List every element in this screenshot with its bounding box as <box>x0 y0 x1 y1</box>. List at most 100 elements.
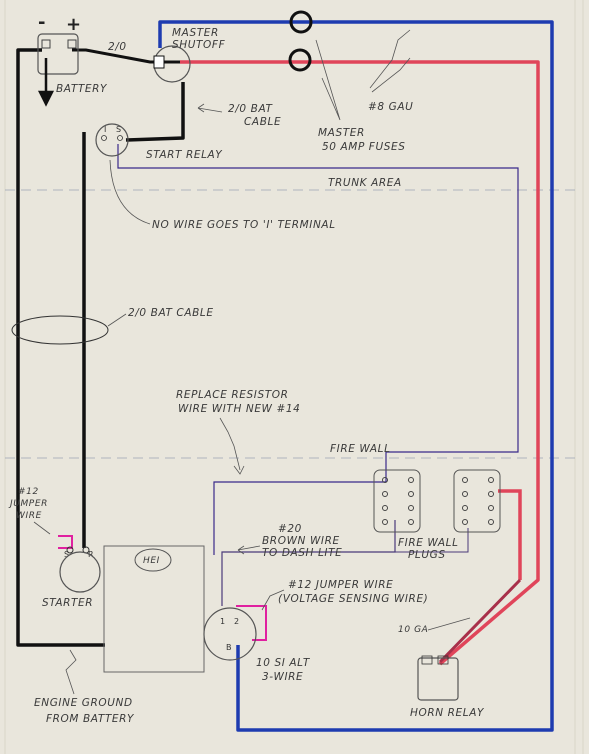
engine-ground-label-2: FROM BATTERY <box>46 713 135 725</box>
battery-main-cable <box>72 48 180 64</box>
battery-post-negative <box>41 39 51 49</box>
battery: - + BATTERY 2/0 <box>37 12 127 107</box>
firewall-plug-left-body <box>373 469 421 533</box>
engine-ground-cable <box>16 48 105 647</box>
bat-cable-top-arrow-icon <box>197 103 205 113</box>
jumper12-label-2: JUMPER <box>8 499 48 509</box>
master-shutoff-lever <box>153 55 165 69</box>
red-wire-10ga <box>438 578 522 664</box>
fuse-blue-circuit <box>289 10 313 34</box>
brown-dash-lite-wire <box>221 520 396 606</box>
alt-terminal-b: B <box>226 643 232 652</box>
no-wire-note: NO WIRE GOES TO 'I' TERMINAL <box>152 219 336 231</box>
voltage-jumper-leader <box>261 589 285 611</box>
horn-relay-terminal-left <box>421 655 433 665</box>
horn-relay-label: HORN RELAY <box>410 707 485 719</box>
fuse-red-circuit <box>288 48 312 72</box>
start-relay-body <box>95 123 129 157</box>
battery-plus-sign: + <box>66 14 81 35</box>
wire-gauge-8-label: #8 GAU <box>368 101 413 113</box>
alt-terminal-1: 1 <box>220 617 225 626</box>
jumper12-label-1: #12 <box>18 487 39 497</box>
start-relay-terminal-i: I <box>104 125 106 134</box>
horn-relay: HORN RELAY 10 GA <box>398 617 485 719</box>
alt-pink-jumper <box>236 605 267 641</box>
alt-sense-wire <box>395 528 469 553</box>
brown-wire-label-3: TO DASH LITE <box>262 547 342 559</box>
master-fuses-label-1: MASTER <box>318 127 365 139</box>
brown-wire-label-2: BROWN WIRE <box>262 535 340 547</box>
bat-cable-to-relay <box>125 82 185 142</box>
hei-label: HEI <box>143 556 160 566</box>
master-shutoff-label-2: SHUTOFF <box>172 39 226 51</box>
trunk-area-label: TRUNK AREA <box>328 177 402 189</box>
ga10-leader <box>427 617 471 631</box>
alt-label-1: 10 SI ALT <box>256 657 311 669</box>
replace-resistor-leader <box>219 417 245 475</box>
replace-resistor-label-1: REPLACE RESISTOR <box>176 389 289 401</box>
red-wire-horn-relay-feed <box>498 489 522 580</box>
start-relay-terminal-battery <box>101 135 107 141</box>
battery-minus-sign: - <box>38 12 45 33</box>
master-fuses: MASTER 50 AMP FUSES #8 GAU <box>288 10 413 153</box>
bat-cable-top-leader <box>197 107 223 113</box>
starter: #12 JUMPER WIRE S R STARTER <box>8 487 101 609</box>
alt-terminal-2: 2 <box>234 617 239 626</box>
horn-relay-terminal-right <box>437 655 449 665</box>
start-relay-label: START RELAY <box>146 149 223 161</box>
firewall-plugs-label-1: FIRE WALL <box>398 537 459 549</box>
master-shutoff-label-1: MASTER <box>172 27 219 39</box>
fire-wall-label: FIRE WALL <box>330 443 391 455</box>
gauge-leader-zigzag <box>369 29 411 93</box>
starter-terminal-s <box>66 546 74 554</box>
voltage-jumper-label-1: #12 JUMPER WIRE <box>288 579 393 591</box>
blue-wire <box>158 20 554 732</box>
firewall-plug-right-body <box>453 469 501 533</box>
red-wire <box>180 60 540 666</box>
start-relay-terminal-starter <box>117 135 123 141</box>
brown-wire-leader-icon <box>237 545 261 555</box>
battery-label: BATTERY <box>56 83 108 95</box>
battery-cable-gauge: 2/0 <box>108 41 127 53</box>
resistor-replacement-wire <box>213 481 386 555</box>
bat-cable-mid-label: 2/0 BAT CABLE <box>128 307 214 319</box>
battery-post-positive <box>67 39 77 49</box>
firewall-plugs-label-2: PLUGS <box>408 549 446 561</box>
start-relay: I S START RELAY 2/0 BAT CABLE <box>95 103 281 161</box>
battery-body <box>37 33 79 75</box>
battery-ground-arrow-icon <box>37 58 55 107</box>
engine-ground-label-1: ENGINE GROUND <box>34 697 133 709</box>
master-fuses-label-2: 50 AMP FUSES <box>322 141 406 153</box>
purple-wire <box>117 144 519 482</box>
ga10-label: 10 GA <box>398 625 428 635</box>
starter-label: STARTER <box>42 597 93 609</box>
hei-distributor <box>134 548 172 572</box>
fuse-leader-lines <box>315 39 341 121</box>
engine-ground-leader <box>65 649 77 695</box>
master-shutoff: MASTER SHUTOFF <box>153 27 226 83</box>
cable-bundle-marker <box>11 315 109 345</box>
starter-terminal-s-label: S <box>64 550 69 559</box>
jumper12-leader <box>33 521 51 535</box>
bat-cable-mid-leader <box>107 313 127 327</box>
paper-guides <box>4 0 584 754</box>
bat-cable-top-label-1: 2/0 BAT <box>228 103 273 115</box>
jumper12-label-3: WIRE <box>16 511 42 521</box>
brown-wire-label-1: #20 <box>278 523 302 535</box>
no-wire-note-leader <box>109 159 151 225</box>
starter-terminal-r-label: R <box>88 550 94 559</box>
start-relay-terminal-s: S <box>116 125 121 134</box>
firewall-plug-left <box>373 469 421 533</box>
firewall-plug-right <box>453 469 501 533</box>
starter-pink-jumper <box>58 535 73 549</box>
engine-block <box>103 545 205 673</box>
voltage-jumper-label-2: (VOLTAGE SENSING WIRE) <box>278 593 428 605</box>
alt-body <box>203 607 257 661</box>
replace-resistor-label-2: WIRE WITH NEW #14 <box>178 403 300 415</box>
bat-cable-top-label-2: CABLE <box>244 116 281 128</box>
starter-body <box>59 551 101 593</box>
alternator: 1 2 B 10 SI ALT 3-WIRE #12 JUMPER WIRE (… <box>203 579 428 683</box>
alt-label-2: 3-WIRE <box>262 671 303 683</box>
